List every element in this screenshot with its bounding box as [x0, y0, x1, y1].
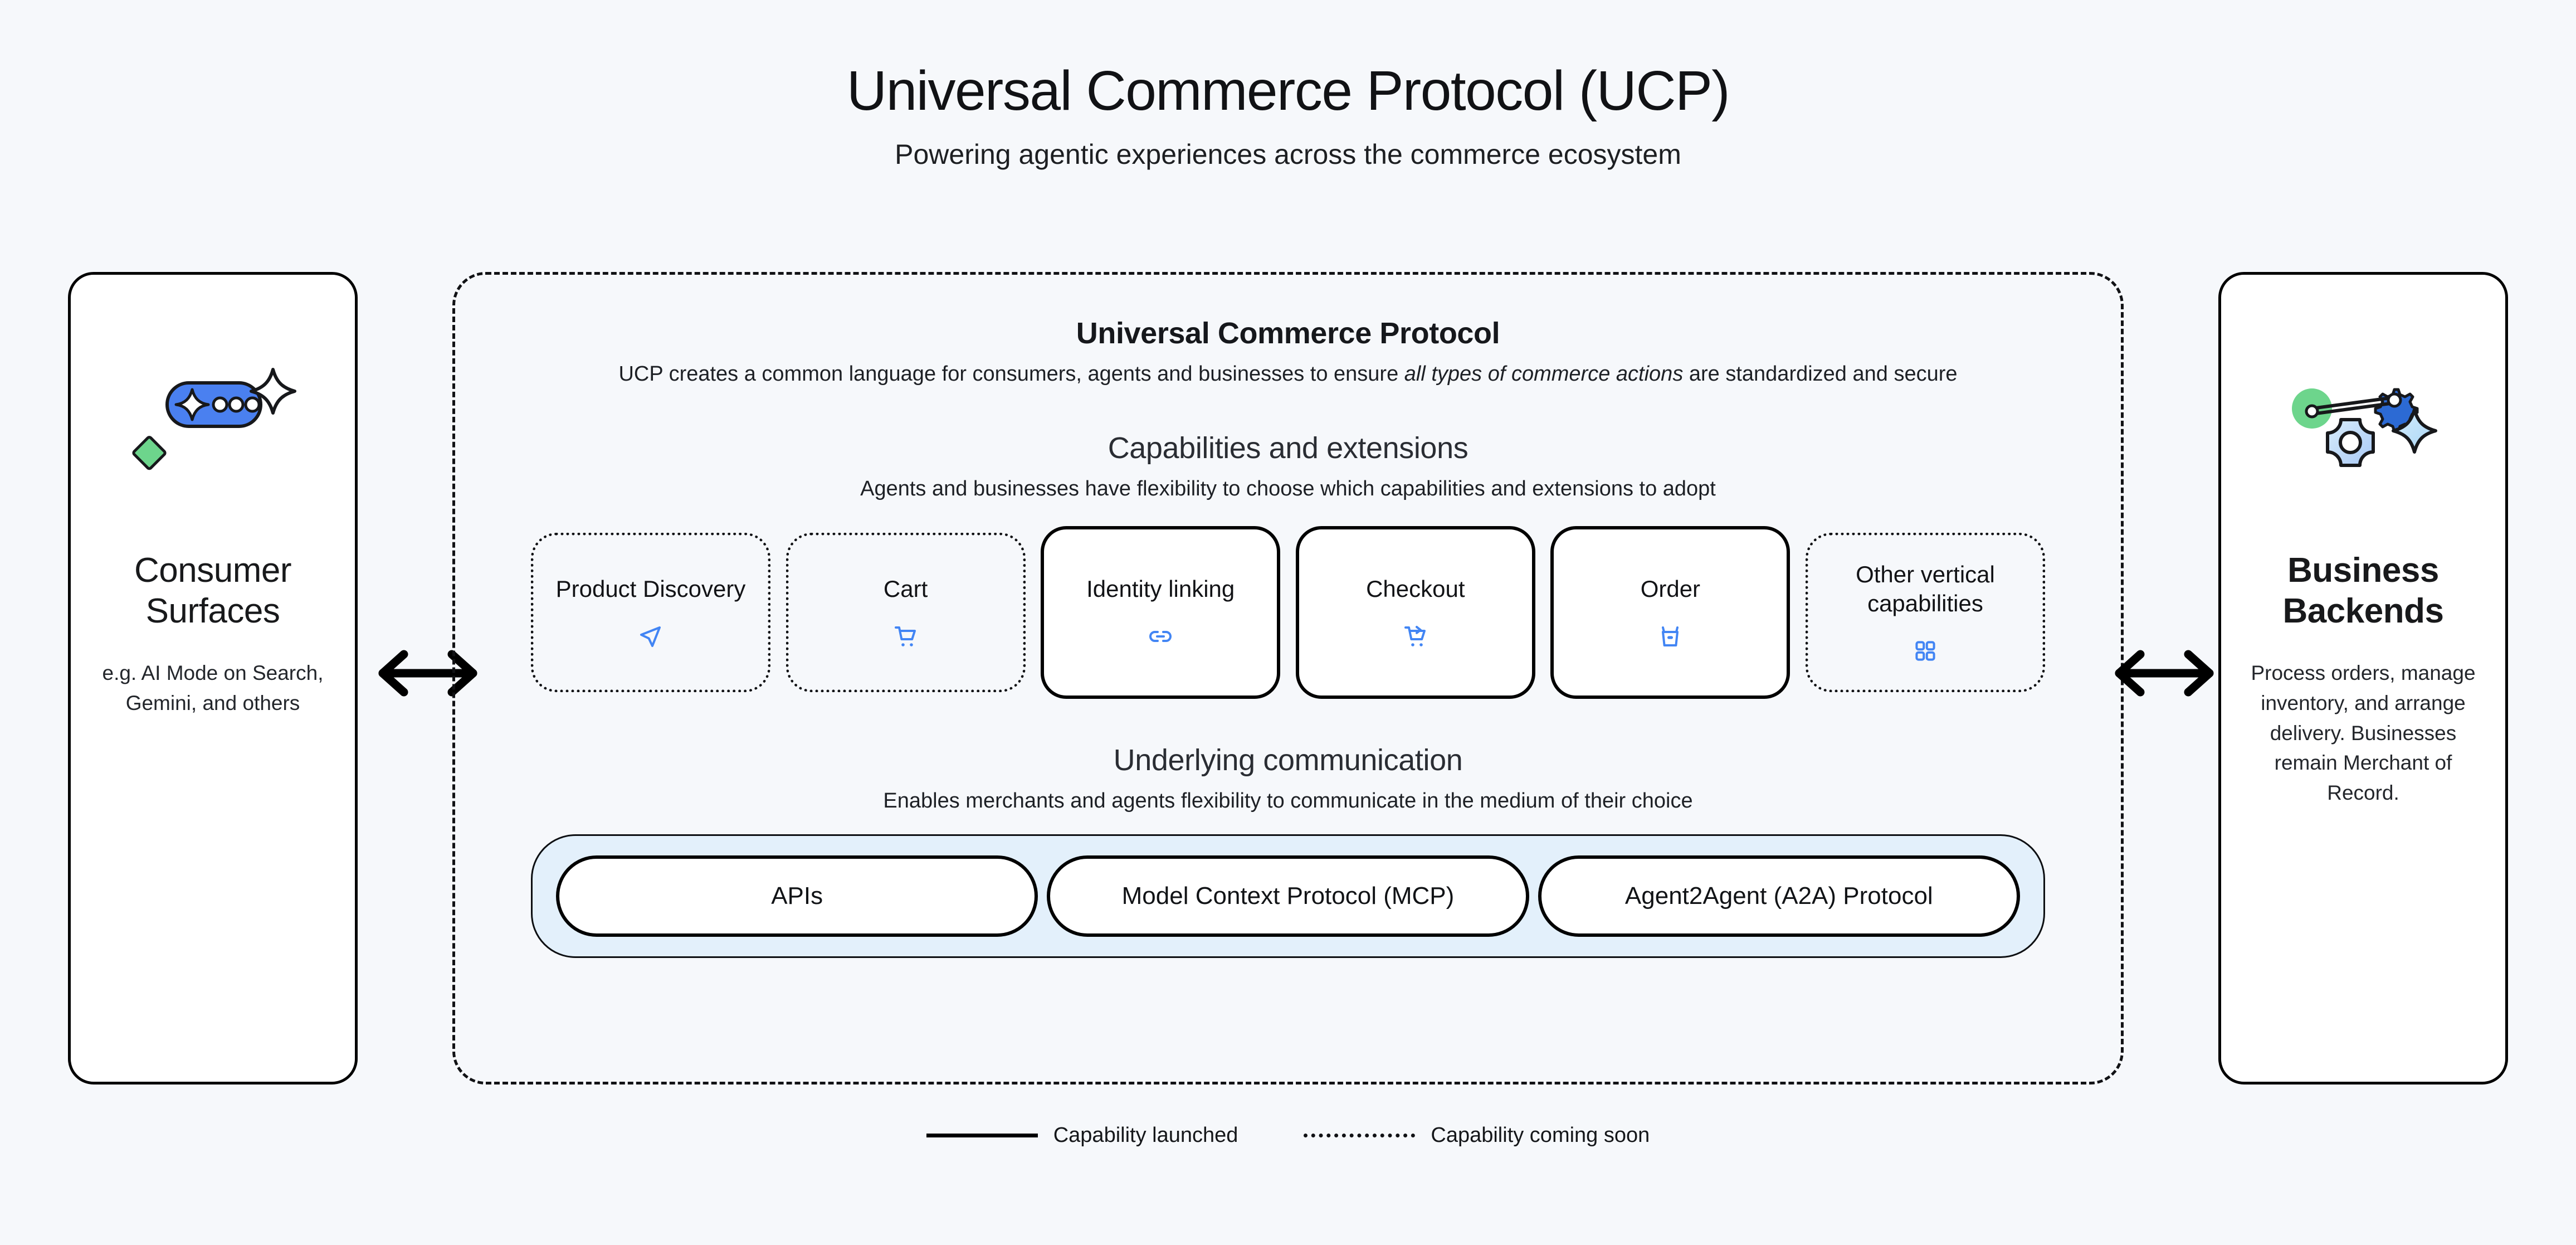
grid-apps-icon	[1913, 637, 1938, 665]
shopping-cart-icon	[892, 622, 919, 650]
protocol-pill-a2a[interactable]: Agent2Agent (A2A) Protocol	[1538, 855, 2020, 937]
ucp-title: Universal Commerce Protocol	[1076, 317, 1500, 350]
page-subtitle: Powering agentic experiences across the …	[895, 139, 1681, 170]
ucp-description-part1: UCP creates a common language for consum…	[618, 362, 1404, 386]
ucp-description-emphasis: all types of commerce actions	[1404, 362, 1684, 386]
communication-title: Underlying communication	[1113, 743, 1463, 777]
page-header: Universal Commerce Protocol (UCP) Poweri…	[0, 60, 2576, 171]
capability-label: Order	[1640, 575, 1701, 602]
capability-card-checkout[interactable]: Checkout	[1295, 526, 1535, 699]
capability-cards-row: Product Discovery Cart	[489, 523, 2087, 702]
capability-label: Cart	[883, 575, 928, 602]
ucp-description: UCP creates a common language for consum…	[489, 359, 2087, 390]
panel-title: Consumer Surfaces	[134, 551, 292, 631]
capability-label: Identity linking	[1086, 575, 1235, 602]
protocol-pill-band: APIs Model Context Protocol (MCP) Agent2…	[531, 834, 2045, 958]
cart-checkout-arrow-icon	[1402, 622, 1429, 650]
capability-label: Other vertical capabilities	[1856, 561, 1995, 616]
legend-item-launched: Capability launched	[926, 1124, 1238, 1147]
capabilities-title: Capabilities and extensions	[1108, 431, 1468, 465]
ucp-description-part2: are standardized and secure	[1683, 362, 1958, 386]
communication-description: Enables merchants and agents flexibility…	[883, 789, 1693, 813]
gears-settings-icon	[2243, 310, 2483, 550]
ai-chat-bubble-sparkle-icon	[93, 310, 333, 550]
capability-card-cart[interactable]: Cart	[786, 532, 1026, 692]
capability-card-identity-linking[interactable]: Identity linking	[1041, 526, 1281, 699]
panel-title: Business Backends	[2282, 551, 2444, 631]
protocol-pill-mcp[interactable]: Model Context Protocol (MCP)	[1047, 855, 1529, 937]
solid-line-icon	[926, 1134, 1038, 1137]
capabilities-description: Agents and businesses have flexibility t…	[860, 476, 1716, 500]
protocol-pill-apis[interactable]: APIs	[556, 855, 1038, 937]
communication-header: Underlying communication Enables merchan…	[489, 743, 2087, 816]
ucp-intro-block: Universal Commerce Protocol UCP creates …	[489, 316, 2087, 390]
business-backends-panel: Business Backends Process orders, manage…	[2218, 272, 2508, 1084]
legend-item-coming-soon: Capability coming soon	[1304, 1124, 1650, 1147]
capability-label: Checkout	[1366, 575, 1465, 602]
page-title: Universal Commerce Protocol (UCP)	[846, 60, 1730, 122]
chain-link-icon	[1147, 622, 1174, 650]
legend-label-coming-soon: Capability coming soon	[1431, 1124, 1650, 1147]
navigation-send-icon	[637, 622, 664, 650]
consumer-surfaces-panel: Consumer Surfaces e.g. AI Mode on Search…	[68, 272, 358, 1084]
shopping-basket-icon	[1657, 622, 1684, 650]
capabilities-header: Capabilities and extensions Agents and b…	[489, 431, 2087, 504]
panel-description: e.g. AI Mode on Search, Gemini, and othe…	[102, 662, 324, 714]
legend-label-launched: Capability launched	[1053, 1124, 1238, 1147]
legend: Capability launched Capability coming so…	[0, 1124, 2576, 1147]
capability-card-product-discovery[interactable]: Product Discovery	[531, 532, 770, 692]
capability-label: Product Discovery	[555, 575, 746, 602]
capability-card-other-vertical[interactable]: Other vertical capabilities	[1805, 532, 2045, 692]
bidirectional-arrow-icon	[375, 646, 481, 700]
ucp-main-container: Universal Commerce Protocol UCP creates …	[452, 272, 2124, 1084]
dotted-line-icon	[1304, 1134, 1416, 1137]
panel-description: Process orders, manage inventory, and ar…	[2251, 662, 2476, 804]
bidirectional-arrow-icon	[2111, 646, 2217, 700]
capability-card-order[interactable]: Order	[1550, 526, 1790, 699]
